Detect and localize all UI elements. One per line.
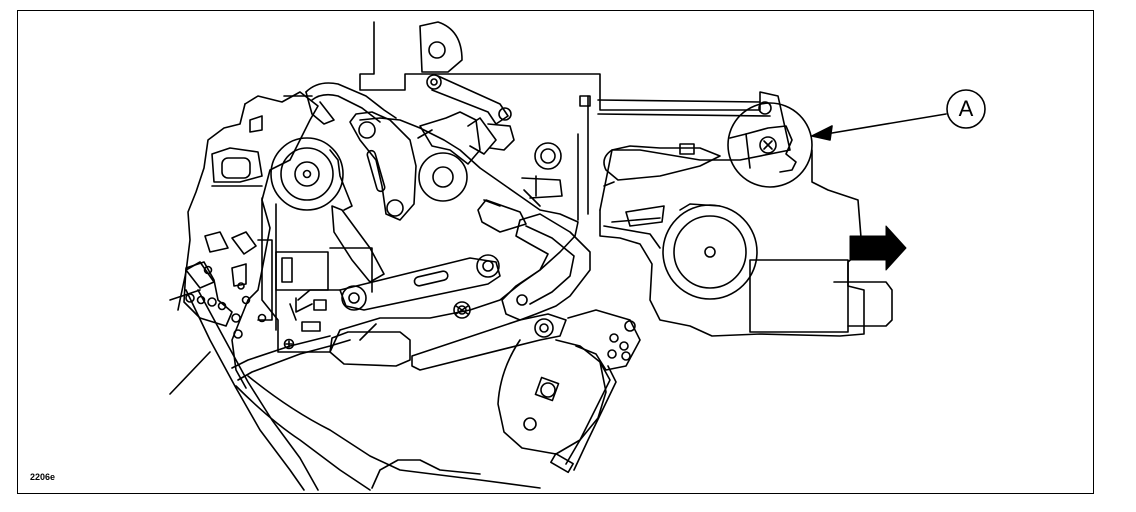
right-housing [599, 143, 893, 337]
central-pulley [417, 111, 481, 202]
figure-frame [17, 10, 1094, 494]
main-pulley [270, 137, 344, 211]
large-pulley [662, 203, 758, 300]
lower-cable-guides [185, 289, 541, 491]
plate-bosses [521, 142, 563, 207]
connecting-link [295, 254, 501, 313]
callout-label: A [958, 96, 974, 121]
left-clip-assembly [183, 261, 267, 339]
figure-code: 2206e [30, 472, 56, 482]
lower-lever [329, 301, 567, 371]
central-linkage-plate [257, 117, 579, 353]
cam-lever [477, 199, 591, 321]
lower-right-arm [497, 309, 641, 474]
upper-mounting-plate [359, 21, 791, 221]
direction-arrow [849, 225, 907, 271]
callout-leader [811, 89, 986, 141]
left-housing [169, 91, 319, 395]
top-rocker-arm [426, 74, 515, 155]
detail-circle [727, 101, 813, 188]
top-lever-bracket [305, 82, 417, 221]
